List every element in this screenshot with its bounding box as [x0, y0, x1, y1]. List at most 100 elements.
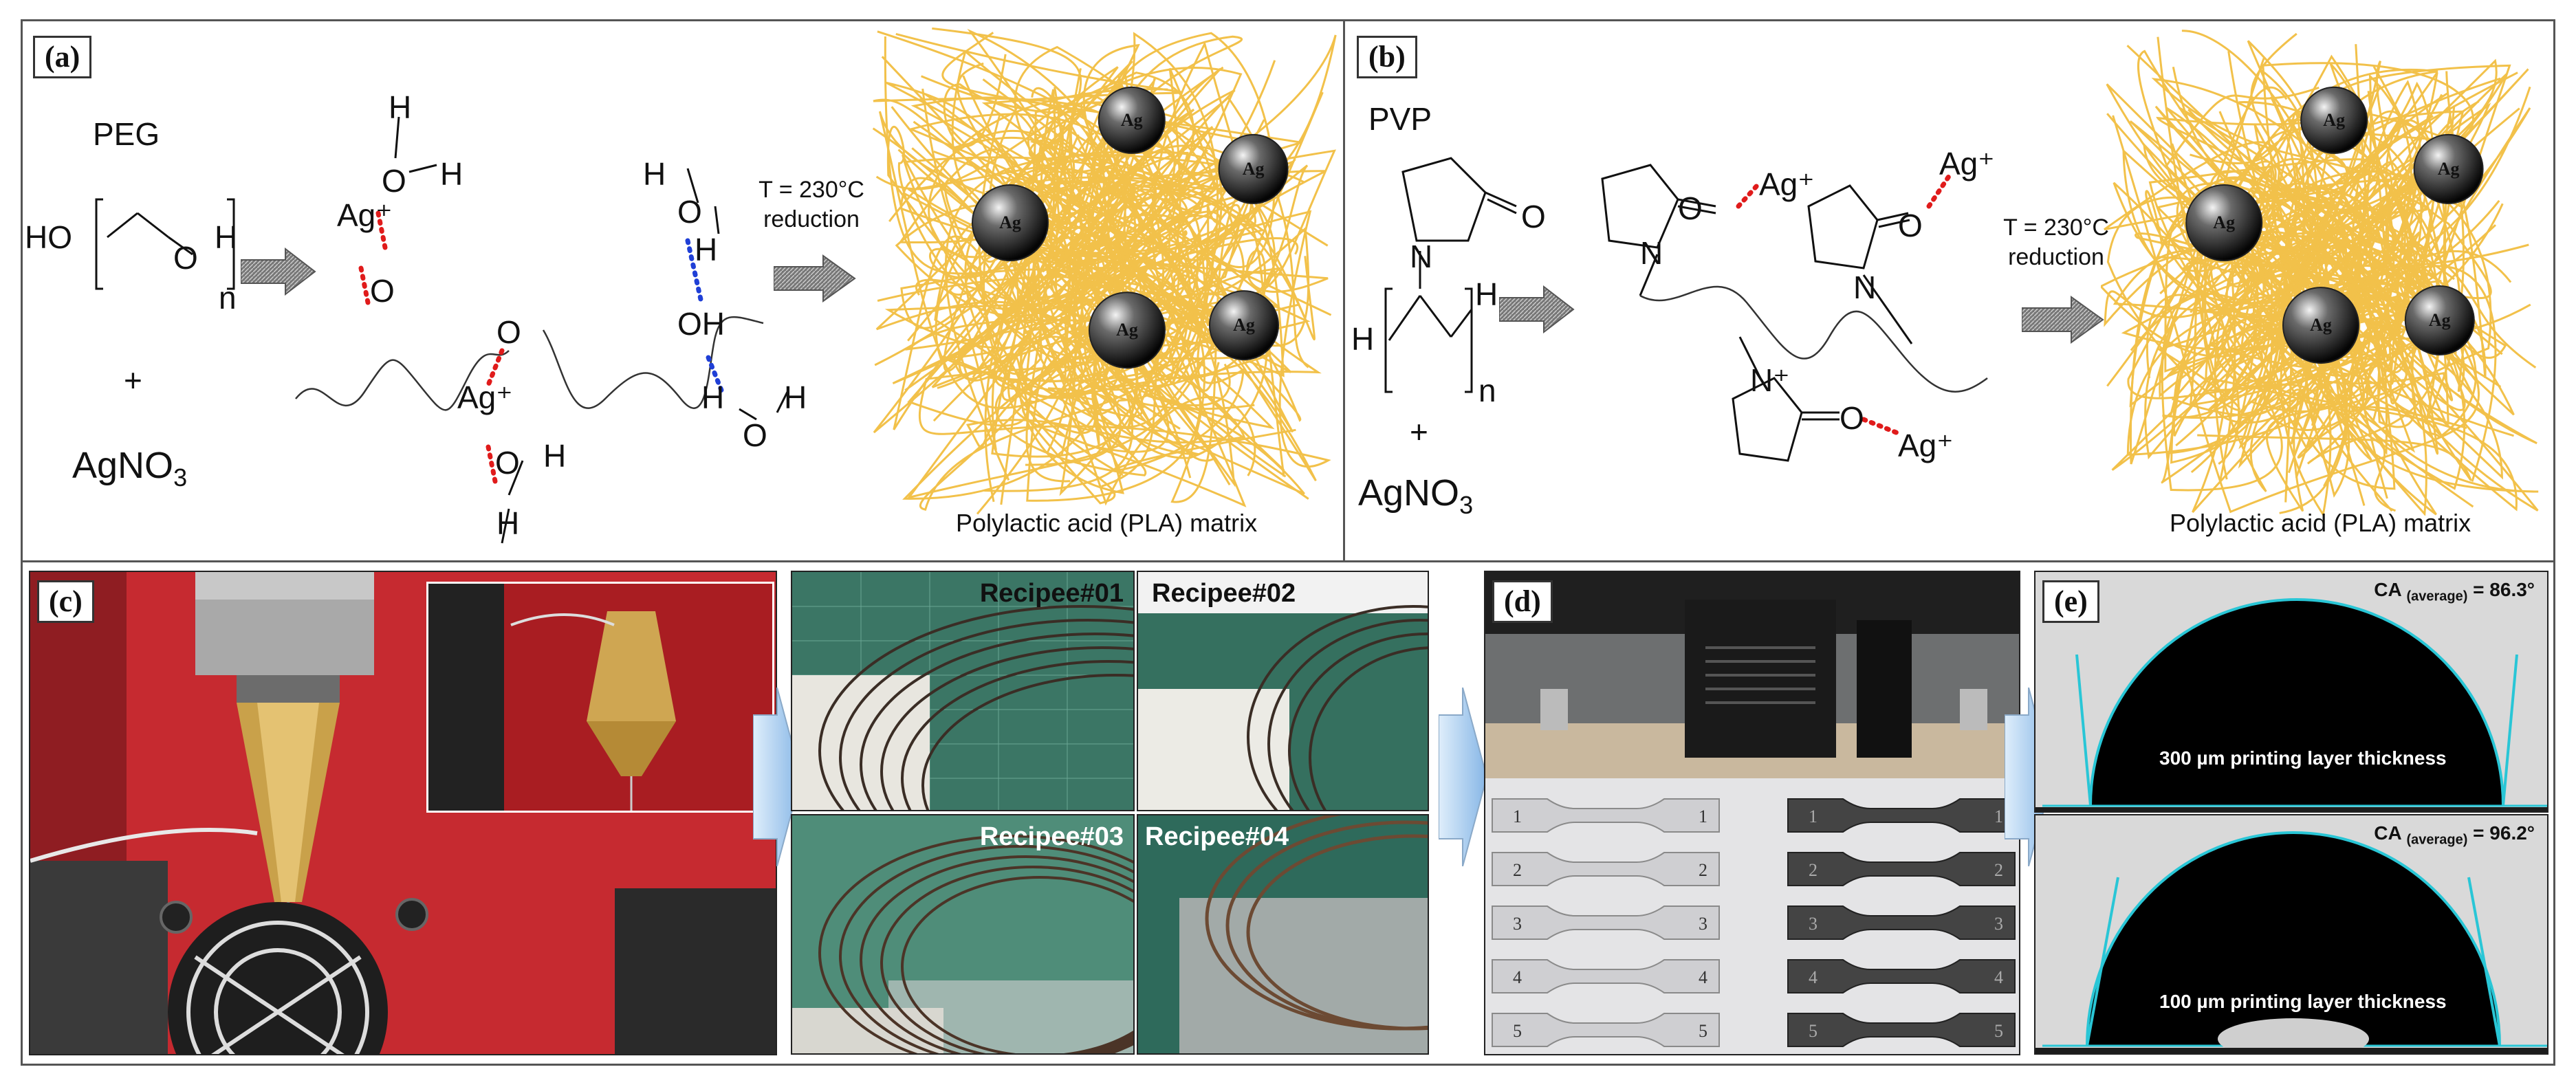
- recipe-label-02: Recipee#02: [1152, 579, 1296, 608]
- layer-300um-label: 300 µm printing layer thickness: [2159, 747, 2447, 769]
- pla-specimen: [1492, 905, 1720, 940]
- peg-n: n: [219, 280, 237, 316]
- ca-100um-label: CA (average) = 96.2°: [2374, 822, 2535, 848]
- ag-nanoparticle-label: Ag: [2438, 159, 2460, 179]
- pvp-n3: N: [1853, 270, 1877, 305]
- recipe-label-04: Recipee#04: [1145, 822, 1289, 851]
- specimen-number: 3: [1699, 914, 1707, 934]
- ag-nanoparticle-label: Ag: [2213, 212, 2235, 232]
- water-h5: H: [543, 438, 567, 474]
- layer-100um-label: 100 µm printing layer thickness: [2159, 991, 2447, 1012]
- ag-nanoparticle: [1218, 133, 1289, 204]
- pvp-o-atom: O: [1521, 199, 1546, 234]
- peg-o-2: O: [496, 314, 521, 350]
- ag-nanoparticle-label: Ag: [2310, 315, 2332, 335]
- ag-nanoparticle: [1098, 86, 1166, 154]
- recipe-photo-03: Recipee#03: [791, 814, 1135, 1055]
- recipe-label-03: Recipee#03: [979, 822, 1124, 851]
- ag-pvp-2: Ag⁺: [1939, 146, 1995, 182]
- ag-nanoparticle-label: Ag: [1116, 320, 1138, 340]
- ag-nanoparticle-label: Ag: [1243, 159, 1265, 179]
- water-h6: H: [496, 505, 520, 541]
- pla-chain: [900, 75, 1252, 386]
- water-o4: O: [743, 417, 767, 453]
- specimen-number: 3: [1994, 914, 2003, 934]
- specimen-number: 2: [1809, 860, 1818, 880]
- composite-specimen: [1787, 905, 2016, 940]
- pla-chain: [2166, 94, 2539, 512]
- peg-o: O: [173, 240, 198, 276]
- panel-b-label: (b): [1357, 36, 1417, 78]
- panel-e-label: (e): [2042, 580, 2099, 623]
- ag-nanoparticle: [2300, 86, 2368, 154]
- ag-pvp-3: Ag⁺: [1898, 428, 1954, 463]
- arrow-a2-icon: [774, 254, 856, 303]
- pla-chain: [915, 109, 1265, 415]
- nozzle-inset-photo: [426, 582, 774, 813]
- composite-specimen: [1787, 852, 2016, 886]
- water-h1: H: [389, 89, 412, 125]
- pla-chain: [2248, 73, 2508, 456]
- ag-nanoparticle: [2185, 184, 2263, 261]
- arrow-b2-icon: [2022, 296, 2104, 344]
- specimen-number: 1: [1809, 806, 1818, 826]
- recipe-photo-04: Recipee#04: [1137, 814, 1429, 1055]
- ag-top: Ag⁺: [337, 197, 393, 233]
- peg-ag-complex: [295, 116, 789, 544]
- pla-chain: [910, 96, 1241, 502]
- water-h2: H: [440, 156, 463, 192]
- pla-chain: [898, 66, 1231, 485]
- pla-specimen: [1492, 852, 1720, 886]
- specimen-number: 5: [1699, 1021, 1707, 1041]
- pla-chain: [2175, 111, 2416, 453]
- peg-h: H: [215, 219, 238, 255]
- ag-pvp-1: Ag⁺: [1759, 166, 1815, 202]
- specimen-number: 5: [1809, 1021, 1818, 1041]
- water-o2: O: [677, 194, 702, 230]
- ag-nanoparticle-label: Ag: [1121, 110, 1143, 130]
- printer-nozzle-illustration: [30, 572, 776, 1054]
- specimen-number: 4: [1699, 967, 1707, 987]
- specimen-number: 4: [1809, 967, 1818, 987]
- arrow-c-icon: [753, 688, 801, 866]
- peg-structure: [95, 198, 235, 290]
- pvp-ag-complex: [1601, 164, 1988, 462]
- water-h7: H: [784, 380, 807, 415]
- ag-mid: Ag⁺: [457, 380, 513, 415]
- peg-label: PEG: [93, 116, 160, 152]
- pvp-n: n: [1478, 373, 1496, 408]
- peg-ho: HO: [25, 219, 72, 255]
- specimen-number: 2: [1994, 860, 2003, 880]
- pvp-n-atom: N: [1410, 239, 1433, 274]
- pla-chain: [891, 28, 1305, 495]
- contact-angle-100um: CA (average) = 96.2° 100 µm printing lay…: [2034, 814, 2548, 1055]
- specimen-number: 3: [1809, 914, 1818, 934]
- pla-chain: [2113, 61, 2531, 357]
- contact-angle-300um: CA (average) = 86.3° 300 µm printing lay…: [2034, 571, 2548, 813]
- ag-nanoparticle: [2413, 133, 2484, 204]
- composite-specimen: [1787, 959, 2016, 993]
- water-o3: O: [495, 445, 520, 481]
- ag-nanoparticle: [972, 184, 1049, 261]
- ag-nanoparticle: [2282, 287, 2359, 364]
- reaction-condition-a: T = 230°C reduction: [758, 177, 864, 232]
- pla-specimen: [1492, 798, 1720, 833]
- specimen-number: 1: [1699, 806, 1707, 826]
- recipe-photo-02: Recipee#02: [1137, 571, 1429, 811]
- pla-chain: [907, 113, 1133, 505]
- printer-nozzle-photo: (c): [29, 571, 777, 1055]
- pla-chain: [2113, 30, 2515, 490]
- pvp-o2: O: [1678, 190, 1703, 226]
- agno3-label-a: AgNO3: [72, 445, 188, 492]
- panel-d-label: (d): [1492, 580, 1553, 623]
- recipe-label-01: Recipee#01: [979, 579, 1124, 608]
- pvp-o3: O: [1898, 208, 1923, 243]
- water-h3: H: [643, 156, 666, 192]
- water-h4: H: [701, 380, 725, 415]
- ca-300um-label: CA (average) = 86.3°: [2374, 579, 2535, 604]
- reaction-condition-b: T = 230°C reduction: [2003, 215, 2109, 270]
- specimen-number: 4: [1994, 967, 2003, 987]
